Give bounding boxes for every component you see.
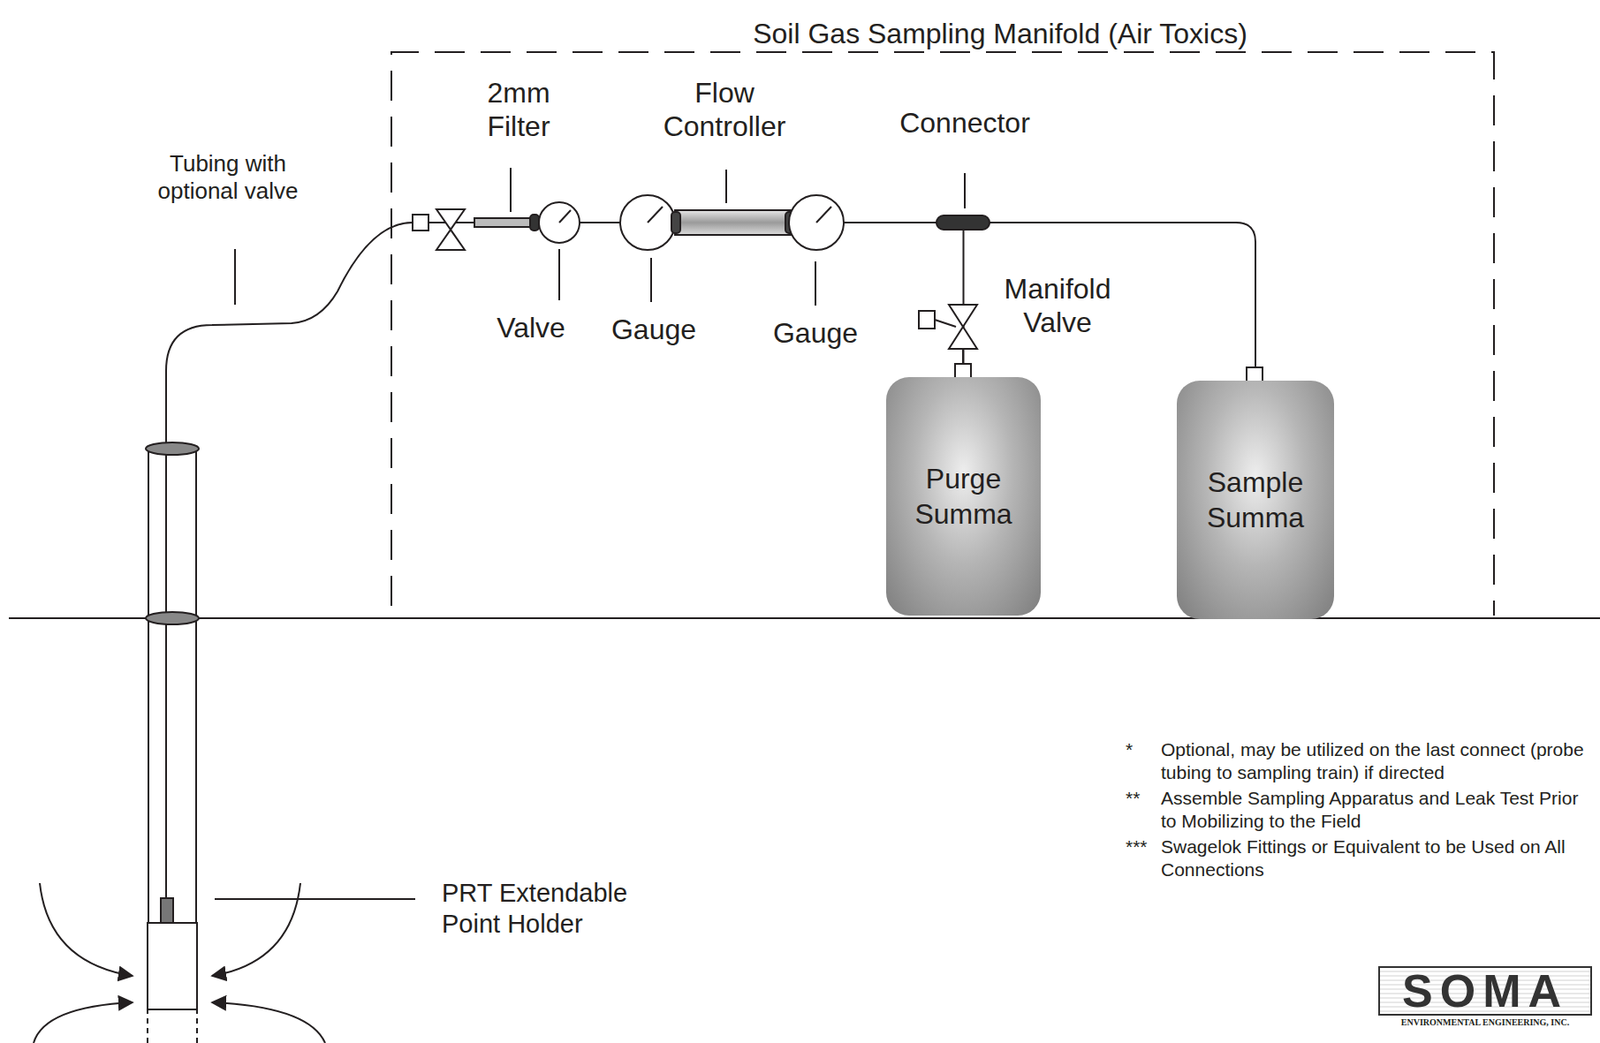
- logo-subtitle: ENVIRONMENTAL ENGINEERING, INC.: [1378, 1017, 1593, 1029]
- note-row: **Assemble Sampling Apparatus and Leak T…: [1125, 787, 1594, 833]
- notes-block: *Optional, may be utilized on the last c…: [1125, 738, 1594, 886]
- company-logo: SOMAENVIRONMENTAL ENGINEERING, INC.: [1378, 966, 1593, 1029]
- part-label: PRT Extendable Point Holder: [441, 878, 654, 941]
- part-label: Gauge: [611, 312, 697, 347]
- summa-canister: Sample Summa: [1176, 380, 1335, 620]
- canister-label: Sample Summa: [1176, 464, 1335, 536]
- note-text: Optional, may be utilized on the last co…: [1160, 738, 1594, 784]
- note-marker: ***: [1125, 835, 1161, 881]
- part-label: Tubing with optional valve: [144, 150, 312, 205]
- note-marker: *: [1125, 738, 1161, 784]
- manifold-line: [963, 222, 1257, 381]
- note-row: ***Swagelok Fittings or Equivalent to be…: [1125, 835, 1594, 881]
- summa-canister: Purge Summa: [886, 377, 1041, 616]
- part-label: Manifold Valve: [991, 272, 1124, 341]
- note-row: *Optional, may be utilized on the last c…: [1125, 738, 1594, 784]
- part-label: Gauge: [773, 316, 858, 350]
- part-label: 2mm Filter: [465, 75, 572, 145]
- part-label: Connector: [899, 106, 1031, 140]
- logo-wordmark: SOMA: [1378, 966, 1593, 1017]
- region-title: Soil Gas Sampling Manifold (Air Toxics): [743, 16, 1257, 51]
- part-label: Flow Controller: [636, 75, 813, 145]
- note-text: Swagelok Fittings or Equivalent to be Us…: [1160, 835, 1594, 881]
- note-marker: **: [1125, 787, 1161, 833]
- part-label: Valve: [496, 310, 566, 345]
- note-text: Assemble Sampling Apparatus and Leak Tes…: [1160, 787, 1594, 833]
- canister-label: Purge Summa: [886, 461, 1041, 532]
